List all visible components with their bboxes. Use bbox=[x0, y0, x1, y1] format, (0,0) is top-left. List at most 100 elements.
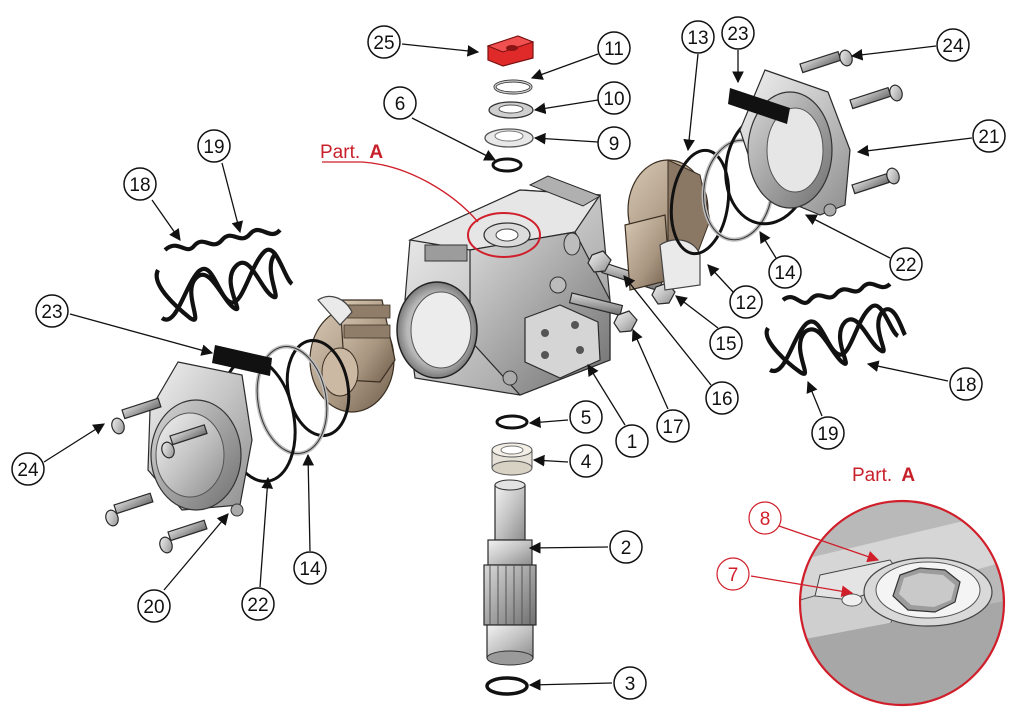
callout-number-24a: 24 bbox=[942, 36, 964, 57]
callout-22b: 22 bbox=[241, 476, 275, 621]
callout-13: 13 bbox=[681, 20, 715, 152]
callout-leader-9 bbox=[533, 132, 599, 145]
callout-number-16: 16 bbox=[711, 389, 732, 410]
callout-7: 7 bbox=[716, 557, 854, 598]
callout-number-8: 8 bbox=[760, 509, 771, 530]
callout-22a: 22 bbox=[804, 214, 923, 281]
gasket-part-23-right bbox=[728, 88, 790, 124]
callout-number-1: 1 bbox=[627, 432, 638, 453]
callout-circle-8 bbox=[748, 501, 782, 535]
callout-number-23a: 23 bbox=[727, 24, 748, 45]
callout-circle-22a bbox=[889, 247, 923, 281]
callout-24a: 24 bbox=[850, 28, 970, 62]
callout-2: 2 bbox=[528, 530, 643, 564]
callout-24b: 24 bbox=[11, 423, 105, 486]
callout-circle-5 bbox=[569, 400, 603, 434]
callout-8: 8 bbox=[748, 501, 880, 563]
callout-3: 3 bbox=[528, 666, 647, 700]
callout-leader-18a bbox=[151, 199, 181, 241]
callout-leader-21 bbox=[856, 137, 973, 157]
callout-number-9: 9 bbox=[609, 134, 620, 155]
callout-leader-18b bbox=[866, 360, 949, 382]
callout-9: 9 bbox=[533, 126, 631, 160]
callout-leader-20 bbox=[163, 513, 229, 591]
body-part-1 bbox=[396, 175, 611, 396]
callout-18a: 18 bbox=[123, 167, 181, 241]
pinion-shaft-part-2 bbox=[483, 479, 537, 666]
callout-circle-1 bbox=[615, 424, 649, 458]
callout-21: 21 bbox=[856, 119, 1006, 157]
callout-16: 16 bbox=[623, 275, 739, 415]
callout-circle-19b bbox=[811, 416, 845, 450]
callout-circle-25 bbox=[367, 25, 401, 59]
callout-circle-12 bbox=[729, 285, 763, 319]
callout-leader-22a bbox=[804, 214, 891, 259]
callout-number-4: 4 bbox=[581, 452, 592, 473]
callout-leader-11 bbox=[530, 53, 599, 80]
callout-circle-7 bbox=[716, 557, 750, 591]
callout-number-22b: 22 bbox=[247, 595, 268, 616]
oring-part-3 bbox=[485, 676, 529, 696]
callout-leader-23b bbox=[69, 313, 214, 356]
callout-leader-15 bbox=[675, 295, 719, 329]
callout-5: 5 bbox=[528, 400, 603, 434]
callout-1: 1 bbox=[587, 364, 649, 458]
callout-19b: 19 bbox=[806, 380, 845, 450]
piston-left bbox=[309, 295, 396, 413]
callout-circle-6 bbox=[383, 86, 417, 120]
callout-number-21: 21 bbox=[978, 127, 999, 148]
gasket-part-23-left bbox=[212, 345, 272, 376]
callout-circle-23a bbox=[721, 16, 755, 50]
callout-4: 4 bbox=[532, 444, 603, 478]
callout-number-24b: 24 bbox=[17, 460, 39, 481]
callout-number-19a: 19 bbox=[203, 137, 224, 158]
callout-leader-14b bbox=[302, 453, 315, 552]
callout-number-14a: 14 bbox=[774, 263, 796, 284]
spring-part-18-left bbox=[154, 247, 294, 322]
callout-number-17: 17 bbox=[662, 417, 683, 438]
callout-number-6: 6 bbox=[395, 94, 406, 115]
callout-23b: 23 bbox=[35, 294, 214, 356]
callout-23a: 23 bbox=[721, 16, 755, 84]
callout-leader-7 bbox=[750, 575, 854, 598]
bearing-part-9 bbox=[484, 128, 534, 148]
callout-circle-15 bbox=[709, 326, 743, 360]
circlip-part-11 bbox=[493, 79, 533, 95]
callout-leader-14a bbox=[759, 231, 777, 259]
part-a-main-prefix: Part. bbox=[320, 142, 360, 163]
callout-number-18b: 18 bbox=[955, 375, 976, 396]
callout-circle-24a bbox=[936, 28, 970, 62]
spring-part-19-left bbox=[163, 227, 282, 252]
callout-leader-3 bbox=[528, 678, 613, 691]
callout-circle-20 bbox=[137, 589, 171, 623]
part-a-label-inset: Part. A bbox=[852, 465, 915, 486]
callout-number-2: 2 bbox=[621, 538, 632, 559]
callout-leader-16 bbox=[623, 275, 712, 386]
callout-circle-18a bbox=[123, 167, 157, 201]
callout-circle-16 bbox=[705, 381, 739, 415]
callout-circle-23b bbox=[35, 294, 69, 328]
callout-number-22a: 22 bbox=[895, 255, 916, 276]
callout-circle-21 bbox=[972, 119, 1006, 153]
callout-circle-24b bbox=[11, 452, 45, 486]
svg-text:Part. A: Part. A bbox=[852, 465, 915, 486]
parts-layer bbox=[105, 35, 1006, 707]
part-a-highlight bbox=[467, 212, 541, 258]
callout-leader-22b bbox=[259, 476, 274, 588]
callout-number-19b: 19 bbox=[817, 424, 838, 445]
part-a-main-letter: A bbox=[369, 142, 383, 163]
piston-right-part-12 bbox=[624, 159, 711, 291]
callout-number-10: 10 bbox=[603, 89, 624, 110]
callout-leader-10 bbox=[533, 99, 599, 115]
callout-11: 11 bbox=[530, 31, 631, 80]
part-a-inset-prefix: Part. bbox=[852, 465, 892, 486]
callout-leader-1 bbox=[587, 364, 626, 426]
callout-circle-13 bbox=[681, 20, 715, 54]
endcap-left-part-20 bbox=[147, 361, 253, 517]
callout-leader-24a bbox=[850, 45, 937, 61]
callout-19a: 19 bbox=[197, 129, 244, 234]
callout-number-25: 25 bbox=[373, 33, 394, 54]
callout-leader-13 bbox=[683, 53, 699, 152]
